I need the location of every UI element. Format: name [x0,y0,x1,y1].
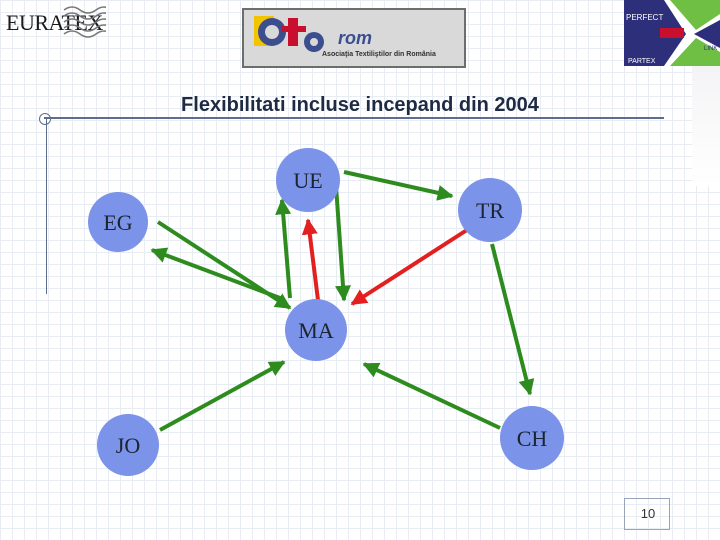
edge-ma-to-ue [301,218,320,301]
arterom-subtitle: Asociaţia Textiliştilor din România [322,51,436,58]
title-underline [44,117,664,119]
node-label-eg: EG [103,210,132,235]
title-bullet-circle [39,113,51,125]
partex-bottom-text: PARTEX [628,58,656,65]
partex-logo: PERFECT PARTEX LINK [624,0,720,66]
euratex-wave-icon [63,6,106,38]
node-label-ch: CH [517,426,548,451]
node-label-ue: UE [293,168,322,193]
edge-ue-to-tr [343,170,454,201]
arterom-brand-text: rom [338,28,373,48]
corner-decoration [692,66,720,186]
edge-tr-to-ma [350,226,472,306]
edge-ma-to-eg [150,247,281,300]
node-label-tr: TR [476,198,504,223]
node-ch [500,406,564,470]
node-ue [276,148,340,212]
edge-ue-to-ma [334,185,351,302]
node-jo [97,414,159,476]
edge-ma-to-ue [275,198,292,299]
node-eg [88,192,148,252]
partex-perfect-text: PERFECT [626,13,663,22]
edge-jo-to-ma [159,360,286,432]
arterom-logo-mark [254,16,324,52]
slide-title: Flexibilitati incluse incepand din 2004 [181,94,539,116]
node-label-ma: MA [298,318,334,343]
page-number: 10 [640,506,656,521]
left-accent-line [46,119,47,294]
edge-tr-to-ch [490,243,535,396]
edge-ch-to-ma [362,362,501,430]
node-ma [285,299,347,361]
page-number-box [624,498,670,530]
partex-link-text: LINK [704,46,717,52]
arterom-logo: rom Asociaţia Textiliştilor din România [242,8,466,68]
node-label-jo: JO [116,433,140,458]
node-tr [458,178,522,242]
